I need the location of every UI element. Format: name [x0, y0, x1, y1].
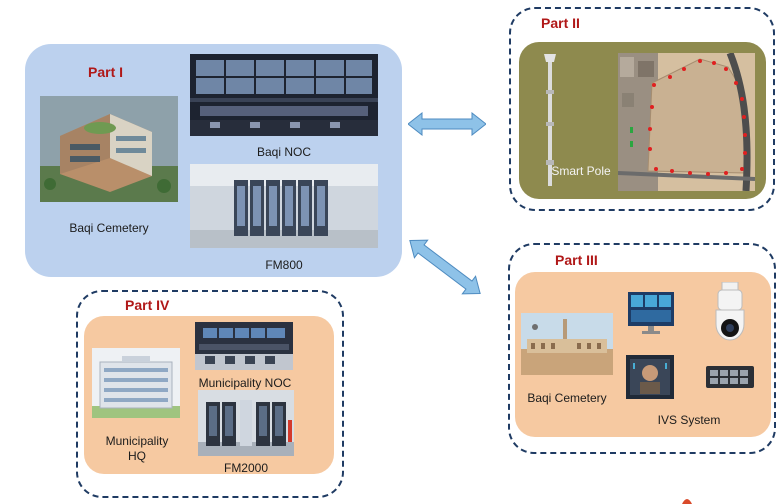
- baqi-cemetery-photo: [521, 313, 613, 375]
- corner-mark-icon: [682, 499, 692, 504]
- baqi-cemetery-caption: Baqi Cemetery: [69, 221, 149, 235]
- aerial-cemetery-map: [618, 53, 755, 191]
- municipality-noc-photo: [195, 322, 293, 370]
- smart-pole-illustration: [544, 54, 556, 186]
- municipality-hq-photo: [92, 348, 180, 418]
- baqi-noc-caption: Baqi NOC: [256, 145, 312, 159]
- ptz-camera-icon: [715, 282, 745, 341]
- fm800-caption: FM800: [265, 258, 303, 272]
- fm2000-caption: FM2000: [223, 461, 269, 475]
- ivs-system-caption: IVS System: [657, 413, 721, 427]
- part-4-dashed-border: [76, 290, 344, 498]
- smart-pole-caption: Smart Pole: [551, 164, 611, 178]
- fm2000-datacenter-photo: [198, 390, 294, 456]
- municipality-noc-caption: Municipality NOC: [198, 376, 292, 390]
- storage-device-icon: [706, 366, 754, 388]
- part-2-title: Part II: [541, 15, 580, 31]
- part-4-title: Part IV: [125, 297, 170, 313]
- face-recognition-screen: [626, 355, 674, 399]
- double-arrow-part1-part2: [408, 112, 486, 136]
- fm800-datacenter-photo: [190, 164, 378, 248]
- double-arrow-part1-part3: [409, 239, 481, 295]
- part-2-dashed-border: [509, 7, 775, 211]
- part-1-title: Part I: [88, 64, 124, 80]
- part-3-title: Part III: [555, 252, 598, 268]
- baqi-cemetery-caption-part3: Baqi Cemetery: [527, 391, 607, 405]
- part-3-dashed-border: [508, 243, 776, 454]
- baqi-noc-photo: [190, 54, 378, 136]
- video-analytics-screen: [628, 292, 674, 334]
- baqi-cemetery-rendering: [40, 96, 178, 202]
- municipality-hq-caption: Municipality HQ: [105, 434, 169, 463]
